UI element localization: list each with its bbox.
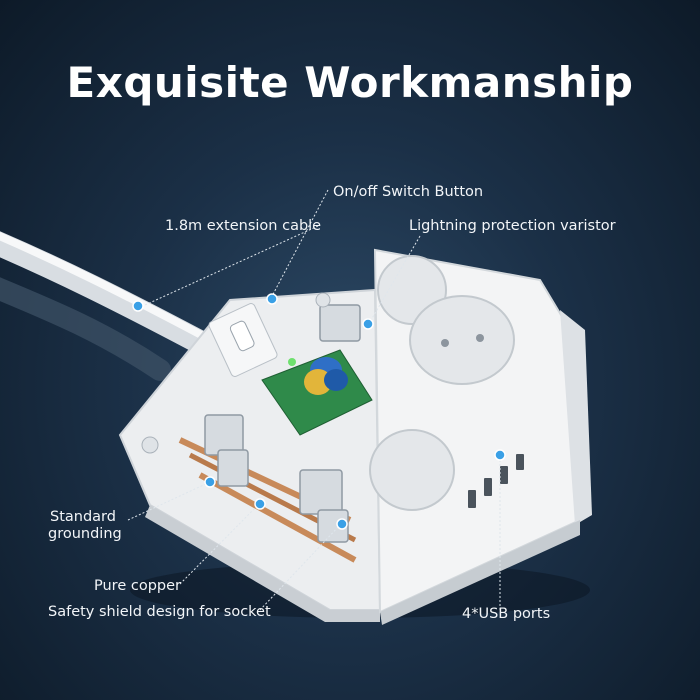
usb-callout: 4*USB ports <box>462 606 551 622</box>
page-title: Exquisite Workmanship <box>66 58 634 107</box>
switch-callout: On/off Switch Button <box>333 184 484 200</box>
callout-dots <box>132 293 506 530</box>
shield-callout: Safety shield design for socket <box>48 604 271 620</box>
grounding-callout-line1: Standard <box>50 509 116 525</box>
extension-cable <box>0 231 217 381</box>
open-base <box>118 288 382 622</box>
copper-callout: Pure copper <box>94 578 181 594</box>
cable-callout: 1.8m extension cable <box>165 218 322 234</box>
grounding-callout-line2: grounding <box>48 526 122 542</box>
leader-lines <box>127 189 501 611</box>
varistor-callout: Lightning protection varistor <box>409 218 616 234</box>
closed-cover <box>369 248 592 625</box>
